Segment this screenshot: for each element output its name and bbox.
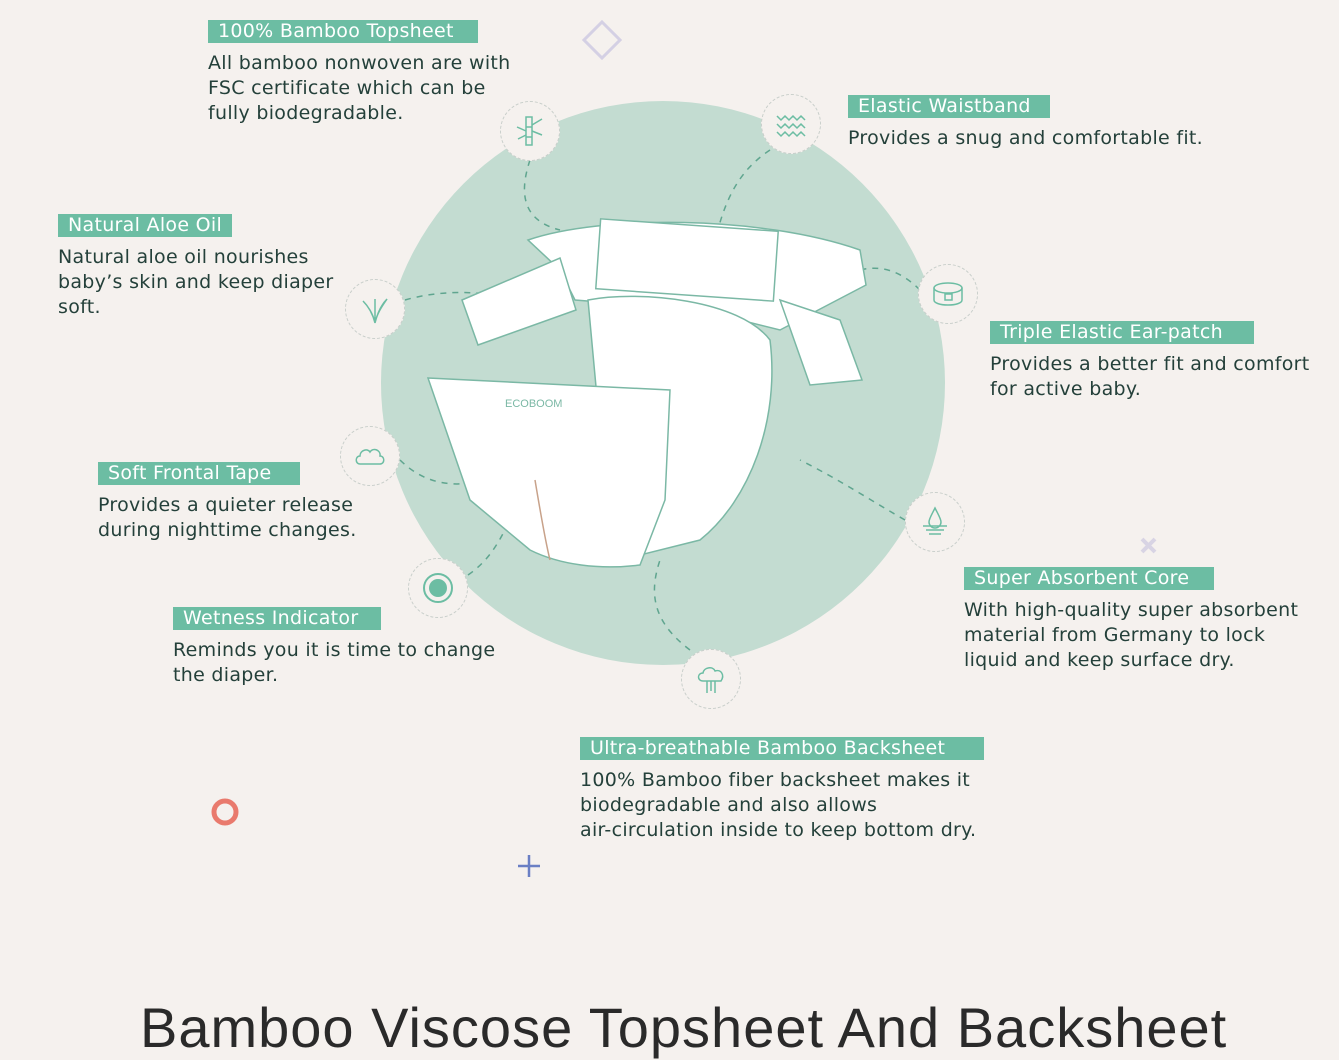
feature-desc-line: soft. xyxy=(58,296,101,318)
feature-desc-line: the diaper. xyxy=(173,664,279,686)
feature-desc-line: Provides a better fit and comfort xyxy=(990,353,1310,375)
feature-desc-line: Provides a quieter release xyxy=(98,494,354,516)
feature-desc-line: 100% Bamboo fiber backsheet makes it xyxy=(580,769,971,791)
droplet-icon xyxy=(905,492,965,552)
diamond-decoration xyxy=(581,19,623,61)
feature-desc-line: biodegradable and also allows xyxy=(580,794,878,816)
feature-triple-elastic-ear-patch: Triple Elastic Ear-patch Provides a bett… xyxy=(990,321,1310,402)
feature-desc-line: material from Germany to lock xyxy=(964,624,1266,646)
feature-desc-line: Natural aloe oil nourishes xyxy=(58,246,309,268)
feature-desc-line: Provides a snug and comfortable fit. xyxy=(848,127,1204,149)
cross-decoration xyxy=(1140,537,1157,554)
cloud-icon xyxy=(340,426,400,486)
section-title: Bamboo Viscose Topsheet And Backsheet xyxy=(140,996,1228,1059)
feature-desc-line: air-circulation inside to keep bottom dr… xyxy=(580,819,977,841)
feature-elastic-waistband: Elastic Waistband Provides a snug and co… xyxy=(848,95,1203,151)
ring-decoration xyxy=(211,798,239,826)
feature-label: Triple Elastic Ear-patch xyxy=(990,321,1254,344)
belt-icon xyxy=(918,264,978,324)
feature-label: 100% Bamboo Topsheet xyxy=(208,20,478,43)
feature-desc-line: during nighttime changes. xyxy=(98,519,357,541)
aloe-icon xyxy=(345,279,405,339)
bamboo-icon xyxy=(500,101,560,161)
feature-desc-line: With high-quality super absorbent xyxy=(964,599,1299,621)
feature-wetness-indicator: Wetness Indicator Reminds you it is time… xyxy=(173,607,495,688)
feature-label: Natural Aloe Oil xyxy=(58,214,233,237)
feature-super-absorbent-core: Super Absorbent Core With high-quality s… xyxy=(964,567,1298,673)
feature-desc-line: liquid and keep surface dry. xyxy=(964,649,1235,671)
feature-desc-line: FSC certificate which can be xyxy=(208,77,486,99)
breathable-icon xyxy=(681,649,741,709)
feature-label: Elastic Waistband xyxy=(848,95,1050,118)
feature-desc-line: baby’s skin and keep diaper xyxy=(58,271,334,293)
feature-label: Ultra-breathable Bamboo Backsheet xyxy=(580,737,984,760)
brand-logo: ECOBOOM xyxy=(505,398,562,410)
feature-label: Wetness Indicator xyxy=(173,607,381,630)
feature-label: Super Absorbent Core xyxy=(964,567,1214,590)
indicator-icon xyxy=(408,558,468,618)
feature-desc-line: for active baby. xyxy=(990,378,1142,400)
plus-decoration xyxy=(518,855,540,877)
feature-desc-line: Reminds you it is time to change xyxy=(173,639,496,661)
waves-icon xyxy=(761,94,821,154)
feature-label: Soft Frontal Tape xyxy=(98,462,300,485)
feature-desc-line: All bamboo nonwoven are with xyxy=(208,52,511,74)
feature-bamboo-backsheet: Ultra-breathable Bamboo Backsheet 100% B… xyxy=(580,737,984,843)
feature-natural-aloe-oil: Natural Aloe Oil Natural aloe oil nouris… xyxy=(58,214,333,320)
feature-bamboo-topsheet: 100% Bamboo Topsheet All bamboo nonwoven… xyxy=(208,20,511,126)
feature-soft-frontal-tape: Soft Frontal Tape Provides a quieter rel… xyxy=(98,462,357,543)
feature-desc-line: fully biodegradable. xyxy=(208,102,404,124)
